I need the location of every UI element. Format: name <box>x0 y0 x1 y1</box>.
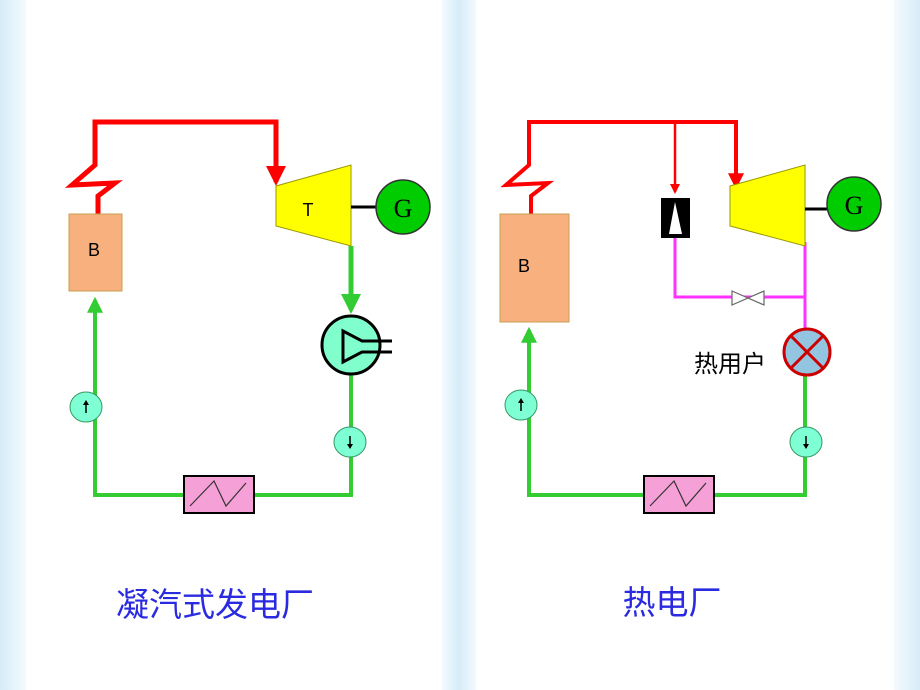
left-condensing-plant: B T G 凝汽式发电厂 <box>64 119 431 624</box>
left-turbine <box>275 164 352 247</box>
right-return-pump <box>789 426 823 458</box>
background-strip-middle <box>442 0 476 690</box>
right-generator <box>826 176 882 232</box>
right-reducing-valve <box>661 198 690 238</box>
right-feedwater-heater <box>643 475 715 514</box>
right-turbine <box>729 164 806 247</box>
left-generator-label: G <box>394 194 413 223</box>
right-feed-pump <box>504 389 538 421</box>
left-condensate-pump <box>333 426 367 458</box>
left-condenser <box>320 314 392 376</box>
left-caption: 凝汽式发电厂 <box>116 585 314 624</box>
right-heat-user <box>782 327 832 377</box>
right-caption: 热电厂 <box>623 583 722 622</box>
left-boiler <box>68 213 123 292</box>
left-boiler-label: B <box>88 240 100 260</box>
background-strip-right <box>894 0 920 690</box>
left-turbine-label: T <box>303 200 314 220</box>
right-bypass-valve <box>731 290 765 306</box>
right-chp-plant: B G 热用户 热电厂 <box>499 120 882 622</box>
right-heat-user-label: 热用户 <box>694 350 766 378</box>
left-generator <box>375 179 431 235</box>
right-generator-label: G <box>845 191 864 220</box>
right-steam-line <box>500 120 744 214</box>
left-feed-pump <box>69 391 103 423</box>
right-extraction-line <box>673 238 805 299</box>
right-boiler-label: B <box>518 256 530 276</box>
left-feedwater-loop <box>87 296 353 497</box>
right-boiler <box>499 213 570 323</box>
left-feedwater-heater <box>183 475 255 514</box>
left-steam-line <box>64 119 286 214</box>
background-strip-left <box>0 0 26 690</box>
